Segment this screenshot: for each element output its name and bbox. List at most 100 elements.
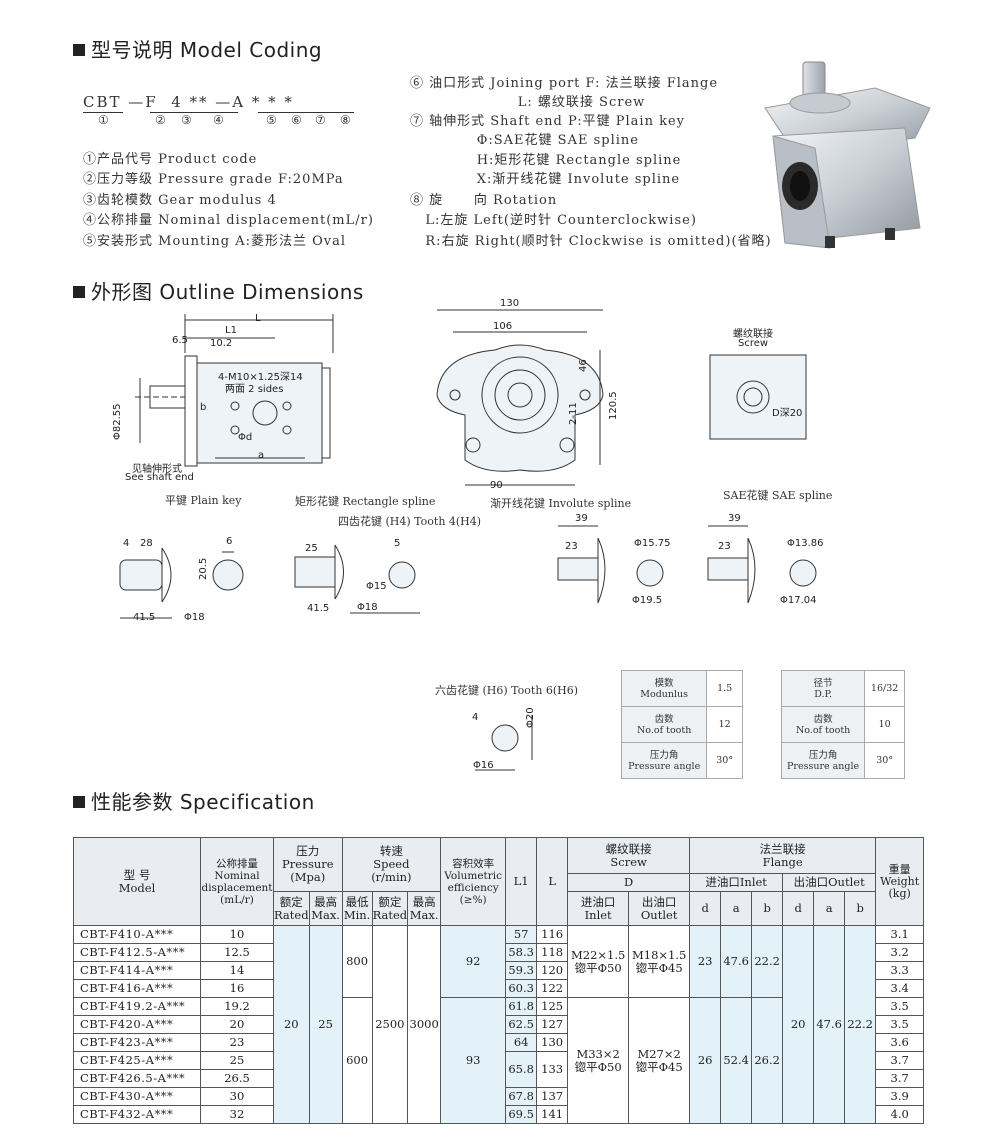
screw-title-en: Screw	[738, 338, 769, 349]
code-underline	[258, 112, 354, 113]
table-row-model: CBT-F426.5-A***	[73, 1069, 201, 1088]
cell-min-speed: 600	[341, 997, 373, 1124]
dim-130: 130	[500, 298, 520, 309]
hdr-weight: 重量 Weight (kg)	[875, 837, 925, 926]
cell-screw-inlet: M22×1.5 锪平Φ50	[567, 925, 630, 998]
cell-displacement: 14	[200, 961, 274, 980]
model-code: CBT —F 4 ** —A * * *	[83, 93, 294, 111]
code-num: ⑦	[315, 113, 326, 127]
rect-dim-25: 25	[305, 543, 318, 554]
cell-l: 133	[536, 1051, 569, 1088]
cell-flange-in-a: 52.4	[720, 997, 753, 1124]
cell-displacement: 25	[200, 1051, 274, 1070]
code-num: ⑤	[266, 113, 277, 127]
hdr-speed-rated: 额定 Rated	[371, 891, 409, 926]
screw-depth: D深20	[772, 408, 803, 419]
dim-d: Φd	[238, 432, 253, 443]
cell-displacement: 32	[200, 1105, 274, 1124]
shaft-dia: Φ82.55	[112, 403, 123, 441]
cell-l: 141	[536, 1105, 569, 1124]
cell-flange-out-d: 20	[782, 925, 815, 1124]
inv-dim-23: 23	[565, 541, 578, 552]
rect-dim-41-5: 41.5	[307, 603, 330, 614]
hdr-l: L	[536, 837, 569, 926]
t6-dim-4: 4	[472, 712, 479, 723]
plain-dim-4: 4	[123, 538, 130, 549]
section-title-model-coding: 型号说明 Model Coding	[73, 34, 322, 63]
cell-screw-inlet: M33×2 锪平Φ50	[567, 997, 630, 1124]
hdr-min: 最低 Min.	[341, 891, 373, 926]
hdr-model: 型 号 Model	[73, 837, 201, 926]
table-row-model: CBT-F419.2-A***	[73, 997, 201, 1016]
table-row-model: CBT-F416-A***	[73, 979, 201, 998]
cell-displacement: 20	[200, 1015, 274, 1034]
dim-6-5: 6.5	[172, 335, 188, 346]
hdr-speed: 转速 Speed (r/min)	[341, 837, 442, 892]
hdr-outlet: 出油口 Outlet	[628, 891, 691, 926]
param-val: 30°	[706, 742, 743, 779]
caption-involute: 渐开线花键 Involute spline	[490, 497, 632, 510]
coding-desc-line: ⑦ 轴伸形式 Shaft end P:平键 Plain key	[410, 114, 686, 129]
pump-product-photo	[764, 61, 931, 249]
coding-desc-line: ⑤安装形式 Mounting A:菱形法兰 Oval	[83, 234, 347, 249]
coding-desc-line: ⑧ 旋 向 Rotation	[410, 193, 558, 208]
rect-spline-drawing	[294, 544, 420, 614]
plain-key-drawing	[119, 547, 244, 619]
rect-dim-5: 5	[394, 538, 401, 549]
caption-tooth6: 六齿花键 (H6) Tooth 6(H6)	[435, 684, 579, 697]
caption-rect-spline: 矩形花键 Rectangle spline	[295, 495, 436, 508]
table-row-model: CBT-F412.5-A***	[73, 943, 201, 962]
hdr-flange-inlet: 进油口Inlet	[689, 873, 784, 892]
cell-weight: 3.2	[875, 943, 925, 962]
cell-l: 116	[536, 925, 569, 944]
shaft-note-en: See shaft end	[125, 472, 194, 483]
hdr-d: d	[782, 891, 815, 926]
dim-b: b	[200, 402, 207, 413]
dim-10-2: 10.2	[210, 338, 233, 349]
inv-dim-15-75: Φ15.75	[634, 538, 671, 549]
cell-rated-pressure: 20	[273, 925, 310, 1124]
cell-weight: 3.4	[875, 979, 925, 998]
cell-flange-out-b: 22.2	[844, 925, 877, 1124]
plain-dim-28: 28	[140, 538, 153, 549]
sae-spline-drawing	[707, 525, 817, 604]
dim-a: a	[258, 450, 265, 461]
screw-title-cn: 螺纹联接	[733, 329, 773, 340]
hdr-max: 最高 Max.	[308, 891, 343, 926]
dim-90: 90	[490, 480, 503, 491]
cell-flange-in-d: 23	[689, 925, 722, 998]
coding-desc-line: ①产品代号 Product code	[83, 152, 258, 167]
cell-displacement: 26.5	[200, 1069, 274, 1088]
cell-flange-out-a: 47.6	[813, 925, 846, 1124]
table-row-model: CBT-F432-A***	[73, 1105, 201, 1124]
cell-weight: 3.1	[875, 925, 925, 944]
hdr-D: D	[567, 873, 691, 892]
param-val: 16/32	[864, 670, 905, 707]
code-underline	[150, 112, 238, 113]
hdr-flange-outlet: 出油口Outlet	[782, 873, 877, 892]
cell-l1: 62.5	[505, 1015, 538, 1034]
cell-displacement: 30	[200, 1087, 274, 1106]
cell-l: 120	[536, 961, 569, 980]
code-underline	[83, 112, 123, 113]
caption-tooth4: 四齿花键 (H4) Tooth 4(H4)	[338, 515, 482, 528]
t6-dim-16: Φ16	[473, 760, 494, 771]
plain-dim-6: 6	[226, 536, 233, 547]
cell-min-speed: 800	[341, 925, 373, 998]
hdr-l1: L1	[505, 837, 538, 926]
dim-106: 106	[493, 321, 513, 332]
cell-l1: 57	[505, 925, 538, 944]
side-view-drawing	[135, 314, 334, 467]
table-row-model: CBT-F420-A***	[73, 1015, 201, 1034]
cell-weight: 3.9	[875, 1087, 925, 1106]
tooth6-drawing	[475, 715, 533, 771]
cell-l: 122	[536, 979, 569, 998]
param-val: 30°	[864, 742, 905, 779]
section-title-spec: 性能参数 Specification	[73, 786, 315, 815]
dim-120-5: 120.5	[608, 391, 619, 420]
inv-dim-19-5: Φ19.5	[632, 595, 663, 606]
